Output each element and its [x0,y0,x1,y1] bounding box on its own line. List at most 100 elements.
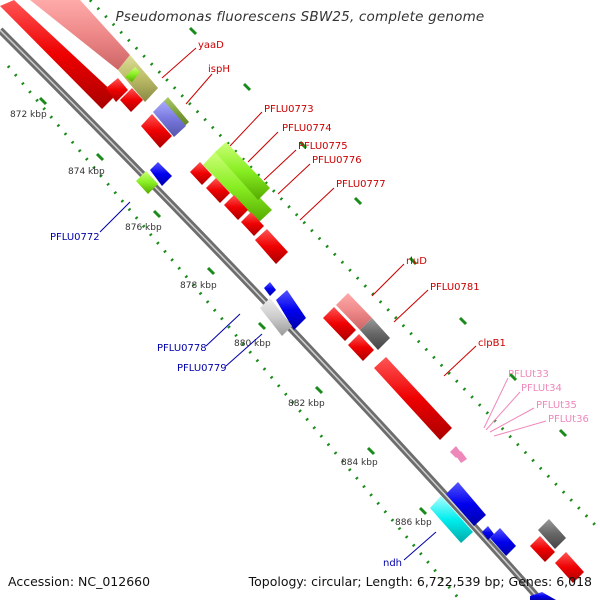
trna-label: PFLUt34 [521,383,562,394]
tick-outer-5 [408,256,418,266]
gene-red-3 [141,114,172,148]
gene-label: ispH [208,64,230,75]
tick-874 [95,152,105,162]
leader-PFLUt34 [485,391,521,431]
gene-red-8 [555,552,584,583]
gene-gray-1 [360,318,390,350]
gene-blue-edge [530,592,556,600]
gene-rluD [336,293,372,330]
gene-clpB1 [374,357,452,440]
gene-PFLU0773 [203,152,272,222]
trna-marker-2 [456,451,467,463]
gene-label: PFLU0779 [177,363,227,374]
leader-PFLU0775 [263,149,297,181]
gene-label: ndh [383,558,402,569]
tick-880 [257,321,267,331]
accession-text: Accession: NC_012660 [8,574,151,589]
gene-olive [118,55,158,102]
gene-red-7 [530,536,555,562]
forward-label-leaders [161,47,477,377]
leader-PFLU0781 [393,289,429,323]
gene-red-6 [348,334,374,361]
kbp-labels: 872 kbp 874 kbp 876 kbp 878 kbp 880 kbp … [10,110,432,528]
tick-884 [366,446,376,456]
gene-PFLU0772-green [136,171,158,194]
tick-876 [152,209,162,219]
gene-blue-small [264,282,276,296]
forward-gene-labels: yaaD ispH PFLU0773 PFLU0774 PFLU0775 PFL… [198,40,506,349]
kbp-label: 878 kbp [180,281,217,291]
gene-PFLU0775 [206,178,230,203]
trna-gene-labels: PFLUt33 PFLUt34 PFLUt35 PFLUt36 [508,369,589,425]
genome-summary-text: Topology: circular; Length: 6,722,539 bp… [248,574,592,589]
leader-rluD [371,263,405,297]
kbp-tick-marks [38,26,568,516]
reverse-gene-labels: PFLU0772 PFLU0778 PFLU0779 ndh [50,232,402,569]
gene-label: PFLU0772 [50,232,100,243]
leader-PFLU0773 [229,111,263,147]
gene-PFLU0774 [215,142,270,200]
gene-label: PFLU0781 [430,282,480,293]
gene-PFLU0772 [150,162,172,186]
gene-PFLU0778 [276,290,306,330]
gene-red-4 [190,162,212,185]
gene-red-long [0,0,116,109]
tick-872 [38,96,48,106]
trna-label: PFLUt35 [536,400,577,411]
leader-ispH [185,73,213,105]
map-title: Pseudomonas fluorescens SBW25, complete … [115,9,485,25]
leader-yaaD [161,47,197,79]
leader-PFLU0776 [277,163,311,195]
gene-label: clpB1 [478,338,506,349]
gene-label: PFLU0773 [264,104,314,115]
tick-outer-1 [188,26,198,36]
inner-dotted-track [6,65,462,601]
reverse-gene-track [136,162,516,556]
gene-label: rluD [406,256,427,267]
gene-ndh [430,496,473,543]
kbp-label: 884 kbp [341,458,378,468]
gene-red-5 [241,212,264,236]
trna-label-leaders [483,377,547,437]
gene-PFLU0781 [323,307,356,341]
gene-label: PFLU0778 [157,343,207,354]
kbp-label: 886 kbp [395,518,432,528]
kbp-label: 872 kbp [10,110,47,120]
forward-gene-track [0,0,584,600]
gene-PFLU0776 [224,195,248,220]
leader-clpB1 [443,345,477,377]
tick-outer-2 [242,82,252,92]
gene-gray-2 [538,519,566,549]
kbp-label: 880 kbp [234,339,271,349]
tick-outer-6 [458,316,468,326]
gene-blue-small-2 [482,526,494,540]
gene-label: PFLU0775 [298,141,348,152]
kbp-label: 882 kbp [288,399,325,409]
leader-PFLUt35 [489,407,535,433]
kbp-label: 874 kbp [68,167,105,177]
tick-878 [206,266,216,276]
leader-PFLU0774 [247,131,279,163]
gene-blue-3 [490,528,516,556]
outer-dotted-track [88,0,600,532]
gene-label: PFLU0776 [312,155,362,166]
tick-outer-3 [298,140,308,150]
gene-pink-band [30,0,130,70]
gene-blue-large [446,482,486,526]
leader-PFLU0777 [299,187,335,221]
leader-PFLU0779 [225,333,263,367]
tick-outer-7 [508,372,518,382]
gene-green-small [125,67,140,82]
leader-PFLU0772 [99,201,131,233]
tick-886 [418,506,428,516]
gene-label: PFLU0774 [282,123,332,134]
gene-purple [153,101,186,137]
trna-label: PFLUt33 [508,369,549,380]
leader-PFLU0778 [205,313,241,347]
gene-red-2 [120,88,143,112]
leader-ndh [403,531,437,561]
gene-red-1 [106,78,128,102]
tick-882 [314,385,324,395]
